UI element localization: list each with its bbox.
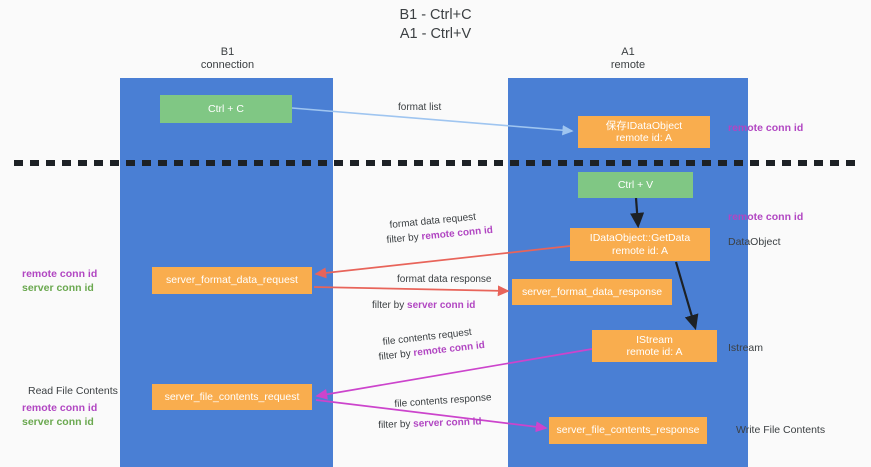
node-server-format-data-response-label: server_format_data_response [521, 285, 663, 298]
node-ctrl-c-label: Ctrl + C [208, 102, 244, 115]
edge-label-format-data-response: format data response [397, 274, 492, 285]
node-ctrl-v[interactable]: Ctrl + V [578, 172, 693, 198]
phase-divider [14, 160, 859, 166]
node-ctrl-c[interactable]: Ctrl + C [160, 95, 292, 123]
filter-key-server-conn-id-2: server conn id [413, 416, 482, 430]
node-server-file-contents-response-label: server_file_contents_response [556, 424, 700, 437]
swimlane-a1-title: A1 [621, 46, 635, 58]
node-server-format-data-response[interactable]: server_format_data_response [512, 279, 672, 305]
node-istream-label: IStream [636, 333, 673, 346]
filter-key-server-conn-id-1: server conn id [407, 300, 476, 311]
annotation-right-write-file-contents: Write File Contents [736, 424, 826, 436]
node-server-file-contents-request[interactable]: server_file_contents_request [152, 384, 312, 410]
edge-label-file-contents-response: file contents response [394, 392, 492, 410]
swimlane-a1-subtitle: remote [610, 59, 646, 71]
annotation-left2-server-conn-id: server conn id [22, 415, 94, 428]
swimlane-b1-subtitle: connection [200, 59, 255, 71]
annotation-read-file-contents: Read File Contents [28, 385, 118, 397]
node-idataobject-getdata-sublabel: remote id: A [611, 244, 669, 257]
annotation-left-remote-conn-id: remote conn id [22, 268, 98, 280]
node-server-file-contents-response[interactable]: server_file_contents_response [549, 417, 707, 444]
filter-prefix-4: filter by [378, 418, 414, 431]
annotation-right-dataobject: DataObject [728, 236, 781, 248]
annotation-left-conn-ids: remote conn id server conn id [22, 268, 132, 295]
node-server-file-contents-request-label: server_file_contents_request [164, 390, 300, 403]
annotation-right-istream: Istream [728, 342, 764, 354]
node-save-idataobject-label: 保存IDataObject [605, 119, 683, 132]
edge-label-file-contents-response-filter: filter by server conn id [378, 415, 482, 432]
node-istream[interactable]: IStream remote id: A [592, 330, 717, 362]
edge-format-data-response [313, 285, 510, 297]
node-istream-sublabel: remote id: A [626, 346, 683, 358]
node-server-format-data-request[interactable]: server_format_data_request [152, 267, 312, 294]
annotation-left-server-conn-id: server conn id [22, 281, 94, 294]
swimlane-header-a1: A1 remote [528, 46, 728, 72]
node-server-format-data-request-label: server_format_data_request [166, 274, 298, 287]
title-line-2: A1 - Ctrl+V [399, 26, 472, 42]
filter-prefix-2: filter by [372, 300, 408, 311]
node-save-idataobject-sublabel: remote id: A [615, 132, 673, 144]
annotation-right-remote-conn-id-mid: remote conn id [728, 211, 804, 223]
title-line-1: B1 - Ctrl+C [399, 7, 472, 23]
filter-prefix-3: filter by [378, 348, 415, 363]
swimlane-header-b1: B1 connection [140, 46, 315, 72]
edge-label-format-data-response-filter: filter by server conn id [372, 299, 475, 312]
node-idataobject-getdata[interactable]: IDataObject::GetData remote id: A [570, 228, 710, 261]
node-save-idataobject[interactable]: 保存IDataObject remote id: A [578, 116, 710, 148]
node-idataobject-getdata-label: IDataObject::GetData [589, 232, 691, 244]
annotation-left-conn-ids-2: remote conn id server conn id [22, 402, 132, 429]
page-title: B1 - Ctrl+C A1 - Ctrl+V [0, 6, 871, 44]
swimlane-b1-title: B1 [220, 46, 235, 58]
annotation-left2-remote-conn-id: remote conn id [22, 402, 98, 414]
edge-label-format-list: format list [398, 102, 442, 113]
annotation-right-remote-conn-id-top: remote conn id [728, 122, 804, 134]
filter-prefix-1: filter by [386, 231, 423, 246]
node-ctrl-v-label: Ctrl + V [617, 178, 654, 191]
